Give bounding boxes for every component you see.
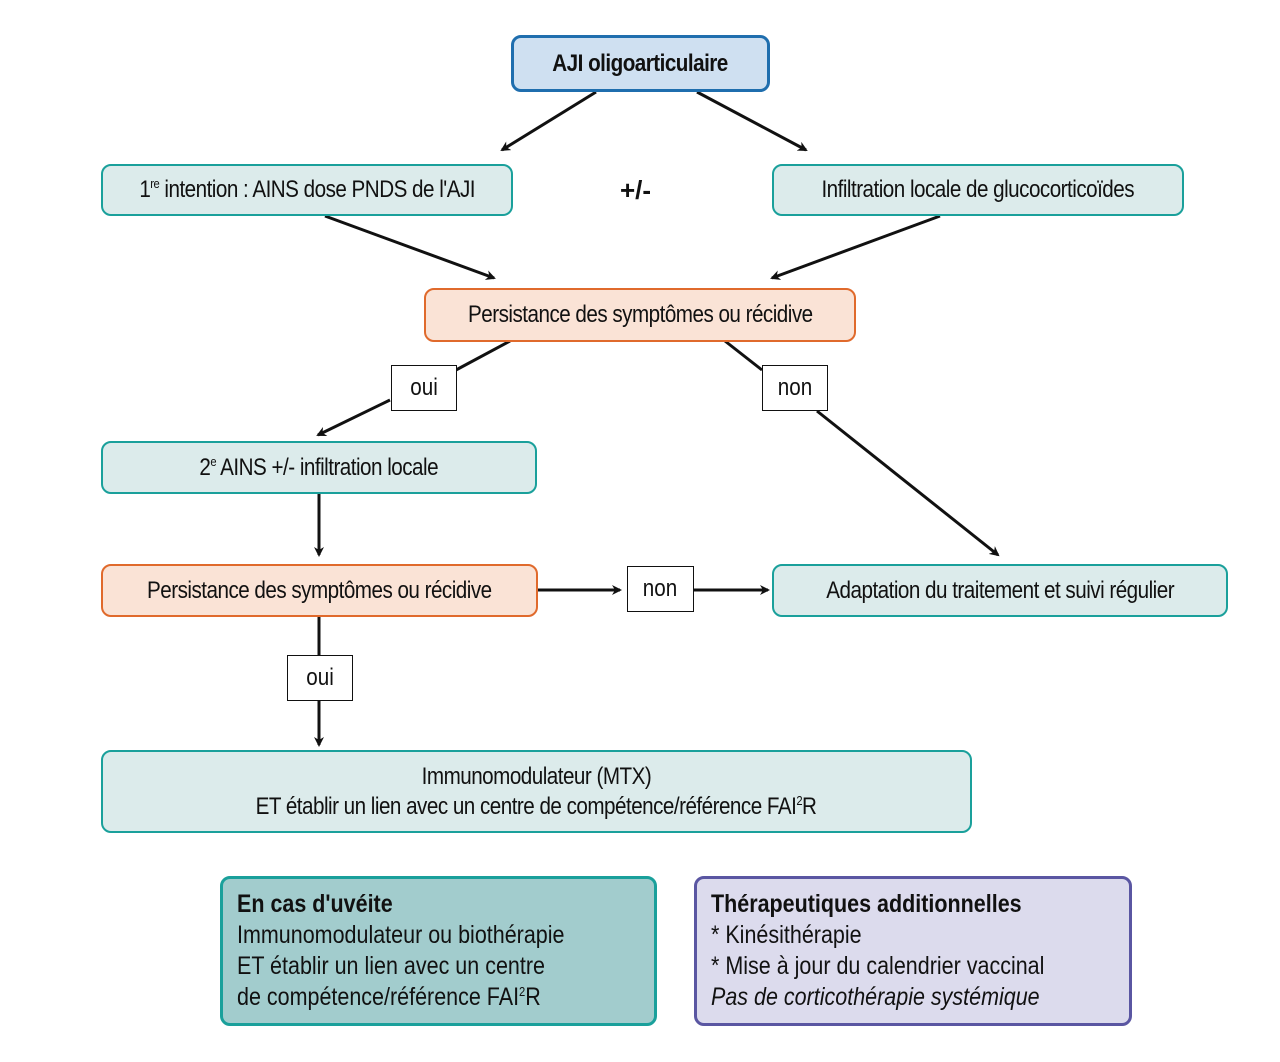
panel-uveite-line-2: ET établir un lien avec un centre	[237, 952, 545, 980]
plus-minus-label: +/-	[620, 175, 652, 205]
first-line-label: intention : AINS dose PNDS de l'AJI	[159, 176, 475, 203]
edge-label-non-2: non	[627, 566, 694, 612]
node-infiltration-text: Infiltration locale de glucocorticoïdes	[821, 176, 1135, 203]
arrow-oui-to-second-line	[316, 398, 391, 437]
node-second-line: 2e AINS +/- infiltration locale	[101, 441, 537, 494]
panel-uveite-line-3: de compétence/référence FAI2R	[237, 982, 584, 1013]
panel-therapeutiques: Thérapeutiques additionnelles * Kinésith…	[694, 876, 1132, 1026]
ordinal-number: 2	[199, 453, 211, 481]
panel-therapeutiques-line-3: Pas de corticothérapie systémique	[711, 983, 1040, 1011]
edge-label-text: non	[643, 575, 678, 602]
node-root-text: AJI oligoarticulaire	[552, 49, 729, 77]
immuno-line-2: ET établir un lien avec un centre de com…	[256, 792, 817, 822]
immuno-line-2-end: R	[802, 792, 817, 820]
arrow-first-line-to-persistence	[324, 214, 496, 280]
node-persistence-2-text: Persistance des symptômes ou récidive	[147, 576, 492, 604]
panel-uveite-line-1: Immunomodulateur ou biothérapie	[237, 921, 565, 949]
arrow-root-to-infiltration	[696, 90, 808, 152]
edge-label-non-1: non	[762, 365, 828, 411]
ordinal-suffix: e	[210, 453, 217, 469]
panel-uveite-line-3-end: R	[525, 983, 541, 1011]
ordinal-suffix: re	[150, 176, 160, 191]
node-immunomodulator: Immunomodulateur (MTX) ET établir un lie…	[101, 750, 972, 833]
node-infiltration: Infiltration locale de glucocorticoïdes	[772, 164, 1184, 216]
arrow-root-to-first-line	[500, 90, 597, 152]
node-first-line: 1re intention : AINS dose PNDS de l'AJI	[101, 164, 513, 216]
node-persistence-2: Persistance des symptômes ou récidive	[101, 564, 538, 617]
edge-label-oui-2: oui	[287, 655, 353, 701]
edge-label-text: oui	[410, 374, 438, 401]
panel-therapeutiques-line-1: * Kinésithérapie	[711, 921, 862, 949]
edge-label-text: oui	[306, 664, 334, 691]
line-persistence1-to-non	[724, 339, 763, 372]
edge-label-oui-1: oui	[391, 365, 457, 411]
second-line-label: AINS +/- infiltration locale	[216, 453, 439, 481]
immuno-line-2-main: ET établir un lien avec un centre de com…	[256, 792, 797, 820]
panel-uveite: En cas d'uvéite Immunomodulateur ou biot…	[220, 876, 657, 1026]
node-persistence-1: Persistance des symptômes ou récidive	[424, 288, 856, 342]
superscript: 2	[519, 984, 526, 999]
ordinal-number: 1	[139, 176, 151, 203]
arrow-infiltration-to-persistence	[770, 214, 941, 280]
panel-uveite-title: En cas d'uvéite	[237, 890, 393, 918]
edge-label-text: non	[777, 374, 813, 401]
node-persistence-1-text: Persistance des symptômes ou récidive	[467, 301, 813, 328]
superscript: 2	[796, 792, 803, 808]
panel-therapeutiques-title: Thérapeutiques additionnelles	[711, 890, 1022, 918]
panel-uveite-line-3-main: de compétence/référence FAI	[237, 983, 520, 1011]
node-adaptation-text: Adaptation du traitement et suivi réguli…	[826, 576, 1174, 604]
node-root: AJI oligoarticulaire	[511, 35, 770, 92]
immuno-line-1: Immunomodulateur (MTX)	[421, 762, 652, 790]
arrow-non-to-adaptation	[816, 409, 1000, 557]
node-first-line-text: 1re intention : AINS dose PNDS de l'AJI	[139, 176, 475, 204]
line-persistence1-to-oui	[455, 339, 511, 372]
panel-therapeutiques-line-2: * Mise à jour du calendrier vaccinal	[711, 952, 1045, 980]
node-adaptation: Adaptation du traitement et suivi réguli…	[772, 564, 1228, 617]
node-second-line-text: 2e AINS +/- infiltration locale	[200, 454, 439, 482]
